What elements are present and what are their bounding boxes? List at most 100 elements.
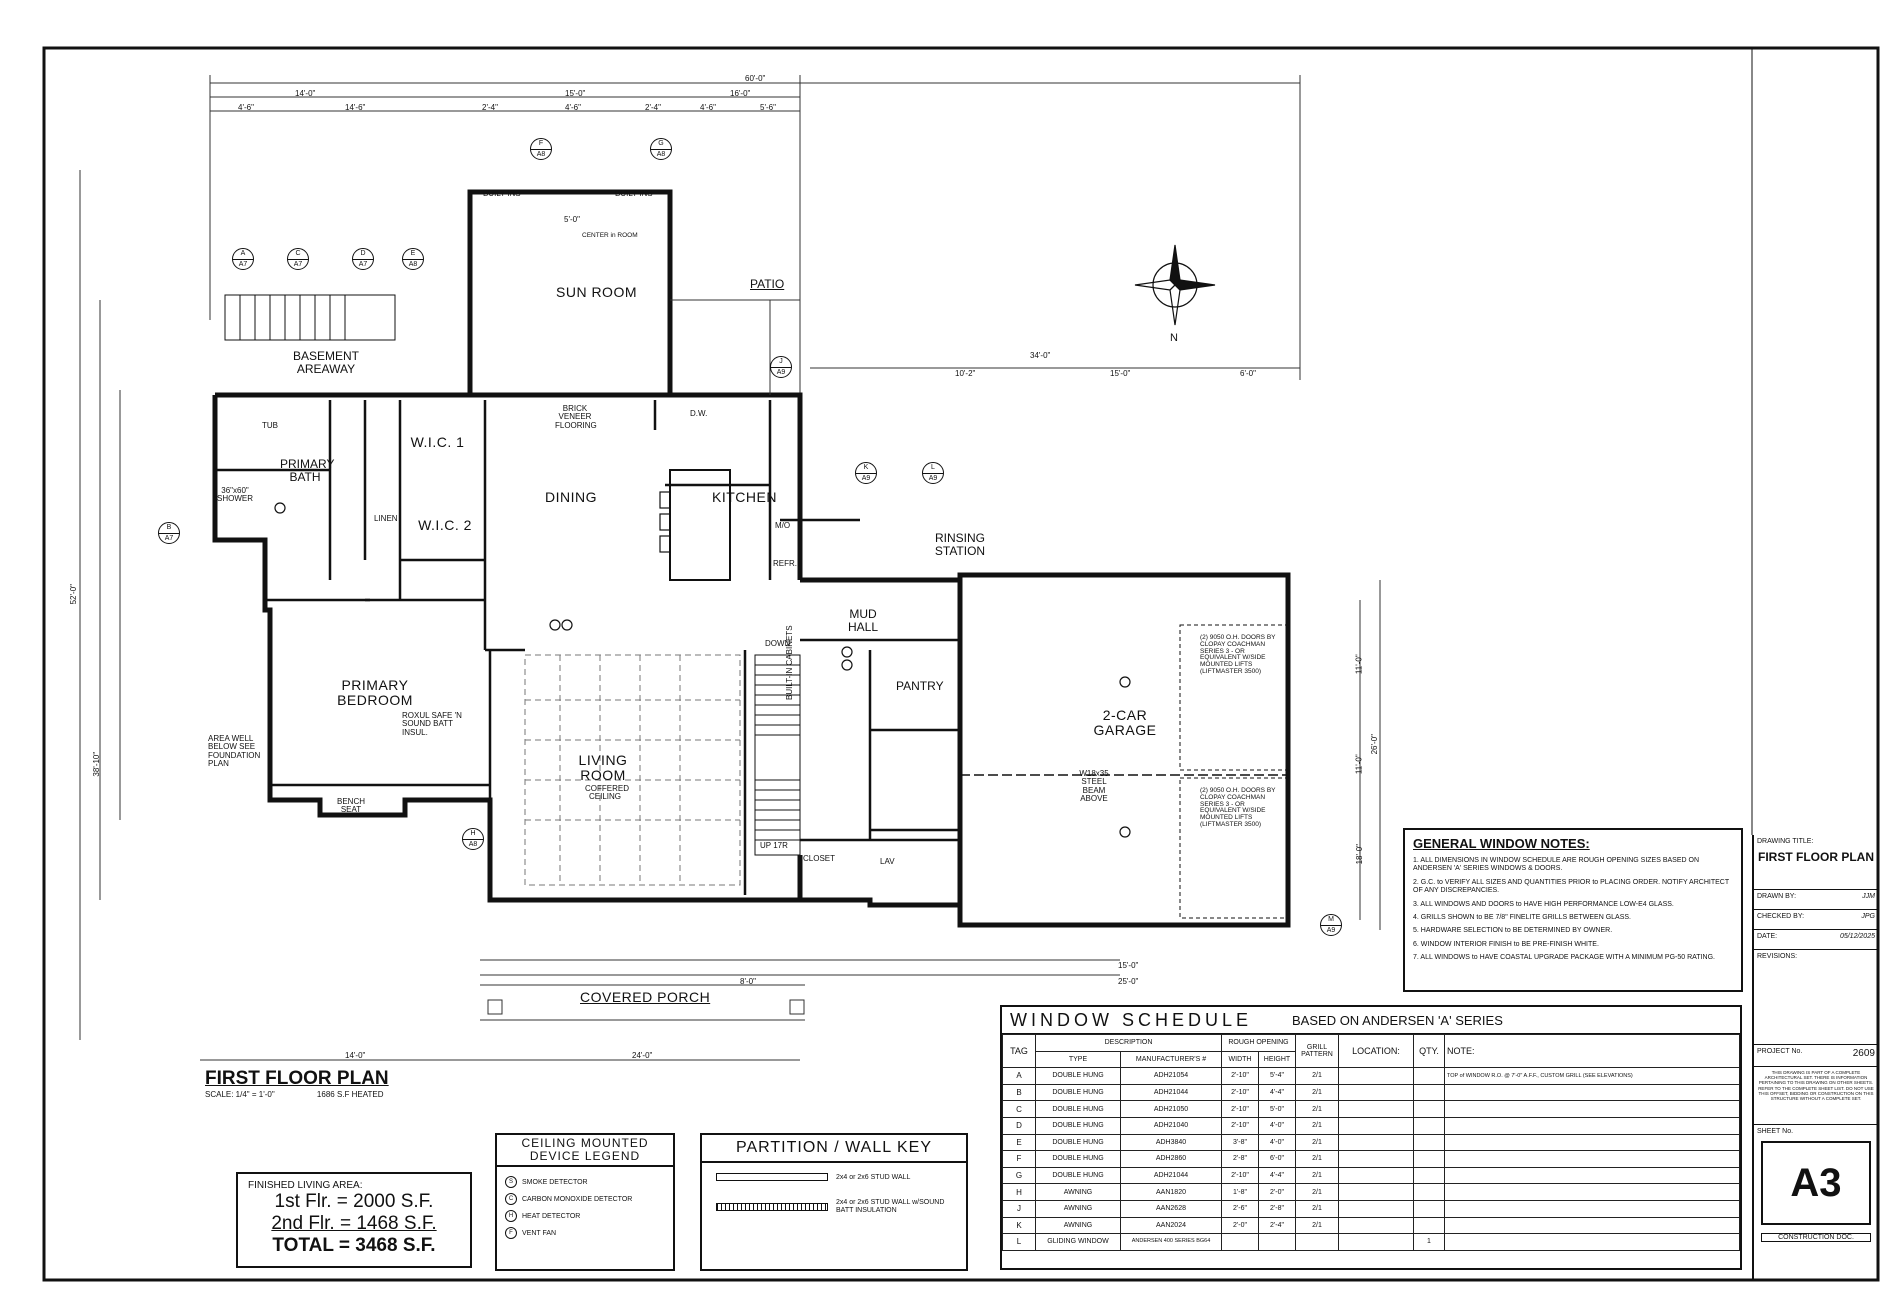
section-tag-letter: C: [288, 249, 308, 260]
schedule-tag: G: [1002, 1166, 1036, 1185]
stud-wall-swatch: [716, 1173, 828, 1181]
exterior-walls: [212, 189, 1291, 928]
drawing-title-label: DRAWING TITLE:: [1757, 838, 1814, 845]
section-tag-letter: A: [233, 249, 253, 260]
schedule-grill: 2/1: [1295, 1150, 1339, 1168]
room-kitchen: KITCHEN: [712, 489, 777, 505]
schedule-manufacturer: AAN2628: [1120, 1199, 1222, 1218]
room-sun-room: SUN ROOM: [556, 284, 637, 300]
section-tag-sheet: A9: [861, 475, 871, 482]
schedule-location: [1338, 1067, 1414, 1085]
dim-8-0: 8'-0": [740, 977, 756, 986]
schedule-location: [1338, 1166, 1414, 1185]
col-width: WIDTH: [1221, 1050, 1259, 1069]
schedule-width: 2'-6": [1221, 1199, 1259, 1218]
partition-key-item: 2x4 or 2x6 STUD WALL: [716, 1173, 952, 1181]
title-block-date: DATE: 05/12/2025: [1754, 930, 1878, 950]
col-qty: QTY.: [1413, 1033, 1445, 1069]
schedule-location: [1338, 1133, 1414, 1152]
section-tag-sheet: A9: [1326, 927, 1336, 934]
coffered-ceiling-grid: [524, 654, 741, 886]
plan-scale: SCALE: 1/4" = 1'-0": [205, 1090, 275, 1099]
status-label: CONSTRUCTION DOC.: [1761, 1233, 1871, 1242]
schedule-width: 1'-8": [1221, 1183, 1259, 1201]
dim-25: 25'-0": [1118, 977, 1139, 986]
window-schedule: WINDOW SCHEDULE BASED ON ANDERSEN 'A' SE…: [1000, 1005, 1742, 1270]
schedule-manufacturer: ADH2860: [1120, 1150, 1222, 1168]
room-basement-areaway: BASEMENT AREAWAY: [292, 349, 359, 376]
project-no: 2609: [1852, 1048, 1875, 1059]
note-area-well: AREA WELL BELOW SEE FOUNDATION PLAN: [208, 734, 261, 769]
date: 05/12/2025: [1839, 933, 1875, 940]
legend-label: HEAT DETECTOR: [522, 1212, 581, 1220]
schedule-note: [1444, 1100, 1740, 1118]
finished-area-box: FINISHED LIVING AREA: 1st Flr. = 2000 S.…: [236, 1172, 472, 1268]
patio-lines: [670, 299, 800, 395]
note-refr: REFR.: [773, 559, 797, 568]
schedule-type: AWNING: [1035, 1183, 1121, 1201]
drawing-title: FIRST FLOOR PLAN: [1758, 850, 1874, 864]
section-tag-sheet: A8: [656, 151, 666, 158]
title-block-drawn-by: DRAWN BY:JJM: [1754, 890, 1878, 910]
section-tag-letter: J: [771, 357, 791, 368]
schedule-grill: 2/1: [1295, 1116, 1339, 1135]
schedule-manufacturer: AAN1820: [1120, 1183, 1222, 1201]
plan-title-block: FIRST FLOOR PLAN SCALE: 1/4" = 1'-0" 168…: [205, 1068, 389, 1099]
room-covered-porch: COVERED PORCH: [580, 989, 711, 1005]
date-label: DATE:: [1757, 933, 1778, 940]
checked-by: JPG: [1861, 913, 1875, 920]
note-brick-flooring: BRICK VENEER FLOORING: [555, 404, 597, 430]
dim-11-0: 11'-0": [1354, 654, 1364, 675]
section-tag-sheet: A7: [358, 261, 368, 268]
checked-by-label: CHECKED BY:: [1757, 913, 1805, 920]
partition-key-items: 2x4 or 2x6 STUD WALL 2x4 or 2x6 STUD WAL…: [702, 1163, 966, 1224]
schedule-location: [1338, 1100, 1414, 1118]
area-second-floor-text: 2nd Flr. = 1468 S.F.: [271, 1213, 437, 1234]
section-tag-sheet: A8: [536, 151, 546, 158]
sheet-border: [42, 46, 1880, 1282]
north-arrow: [1134, 244, 1216, 326]
col-location: LOCATION:: [1338, 1033, 1414, 1069]
section-tag-sheet: A9: [928, 475, 938, 482]
schedule-tag: F: [1002, 1150, 1036, 1168]
room-wic-1: W.I.C. 1: [410, 434, 465, 450]
schedule-type: DOUBLE HUNG: [1035, 1100, 1121, 1118]
schedule-grill: 2/1: [1295, 1067, 1339, 1085]
schedule-height: 2'-8": [1258, 1199, 1296, 1218]
general-note: 7. ALL WINDOWS to HAVE COASTAL UPGRADE P…: [1413, 954, 1715, 962]
title-block-project-no: PROJECT No.2609: [1754, 1045, 1878, 1067]
schedule-width: 2'-10": [1221, 1067, 1259, 1085]
schedule-width: [1221, 1233, 1259, 1251]
schedule-width: 2'-10": [1221, 1166, 1259, 1185]
window-schedule-title: WINDOW SCHEDULE: [1010, 1009, 1253, 1030]
schedule-location: [1338, 1083, 1414, 1102]
schedule-tag: A: [1002, 1067, 1036, 1085]
dim-5-0: 5'-0": [564, 215, 580, 224]
section-tag-letter: K: [856, 463, 876, 474]
dim-6-0: 6'-0": [1240, 369, 1256, 378]
section-tag-letter: G: [651, 139, 671, 150]
plan-scale-row: SCALE: 1/4" = 1'-0" 1686 S.F HEATED: [205, 1090, 389, 1099]
plan-heated-area: 1686 S.F HEATED: [316, 1090, 384, 1099]
area-total: TOTAL = 3468 S.F.: [272, 1235, 436, 1256]
area-second-floor: 2nd Flr. = 1468 S.F.: [248, 1213, 460, 1235]
note-bench-seat: BENCH SEAT: [337, 797, 366, 815]
legend-symbol-icon: H: [505, 1210, 517, 1223]
title-block-drawing-title: DRAWING TITLE: FIRST FLOOR PLAN: [1754, 835, 1878, 890]
schedule-type: AWNING: [1035, 1216, 1121, 1235]
schedule-grill: [1295, 1233, 1339, 1251]
note-built-in-cabinets: BUILT-IN CABINETS: [785, 625, 794, 700]
legend-symbol-icon: F: [505, 1227, 517, 1240]
dim-2-4b: 2'-4": [645, 103, 661, 112]
schedule-tag: H: [1002, 1183, 1036, 1201]
